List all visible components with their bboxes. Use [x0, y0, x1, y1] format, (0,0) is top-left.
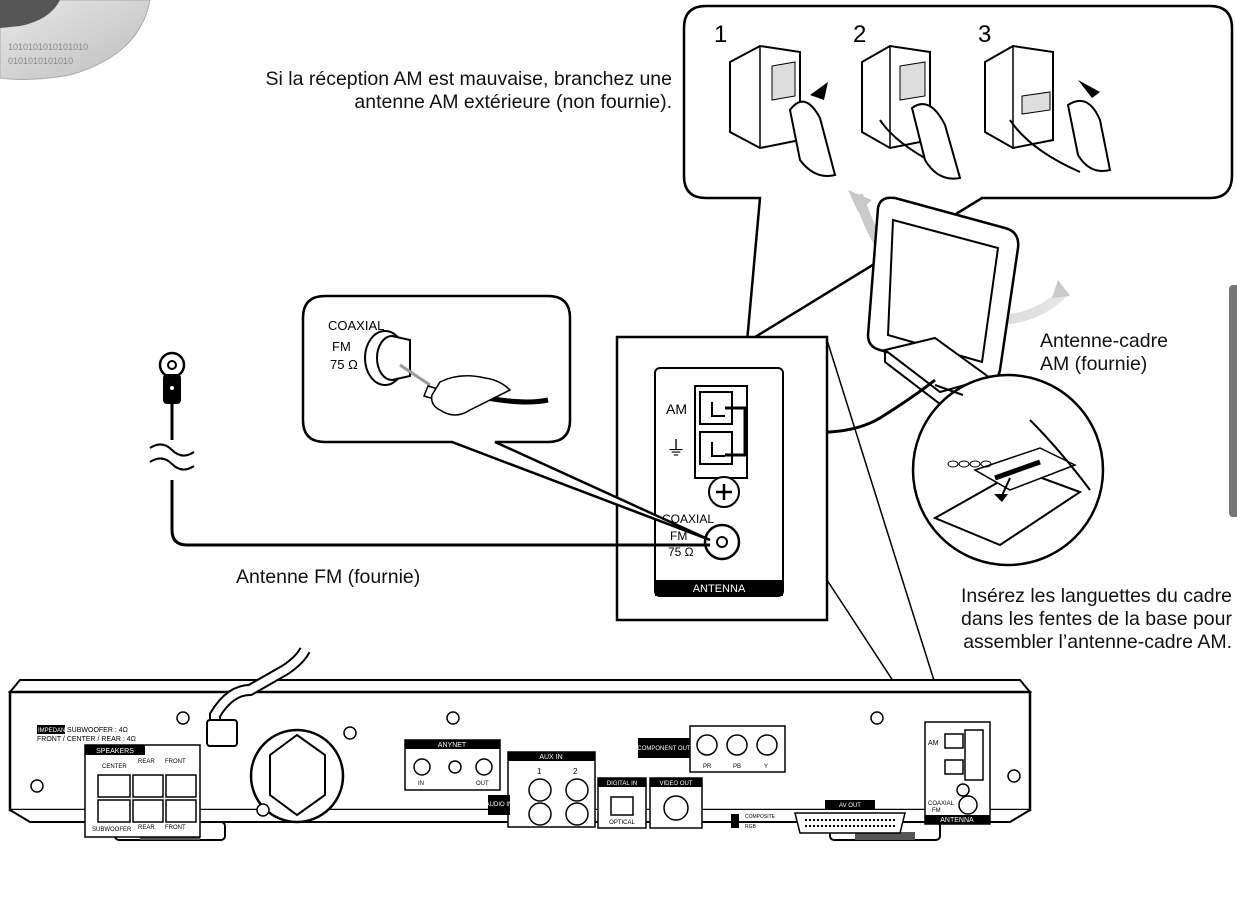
- aux-in-block: AUX IN 1 2 AUDIO IN: [486, 751, 596, 828]
- aux-2-label: 2: [573, 767, 578, 776]
- step-1-illustration: [729, 44, 837, 177]
- component-out-label: COMPONENT OUT: [637, 746, 691, 752]
- page-edge-tab: [1229, 285, 1237, 517]
- rear-antenna-label: ANTENNA: [940, 817, 974, 824]
- panel-am-label: AM: [666, 401, 687, 417]
- panel-coaxial-label: COAXIAL: [662, 512, 714, 526]
- anynet-block: ANYNET IN OUT: [404, 739, 501, 791]
- aux-1-label: 1: [537, 767, 542, 776]
- step-number: 3: [978, 21, 991, 48]
- av-out-block: AV OUT: [794, 800, 906, 834]
- optical-label: OPTICAL: [609, 820, 635, 826]
- callout-fm-label: FM: [332, 339, 351, 354]
- rear-fm-label: FM: [932, 808, 941, 814]
- anynet-out-label: OUT: [476, 781, 489, 787]
- insert-tabs-caption: Insérez les languettes du cadre dans les…: [900, 585, 1232, 654]
- impedance-line2: FRONT / CENTER / REAR : 4Ω: [37, 736, 136, 743]
- fm-antenna-wire: [149, 351, 710, 547]
- step-3-illustration: [984, 44, 1112, 173]
- antenna-panel-zoom: ANTENNA AM ⏚ COAXIAL FM 75 Ω: [615, 335, 829, 622]
- panel-ground-symbol: ⏚: [666, 438, 686, 460]
- callout-coaxial-label: COAXIAL: [328, 318, 384, 333]
- composite-label: COMPOSITE: [745, 814, 776, 820]
- loop-base-detail: [911, 373, 1105, 567]
- insert-line3: assembler l’antenne-cadre AM.: [963, 631, 1232, 653]
- am-reception-line2: antenne AM extérieure (non fournie).: [354, 91, 672, 113]
- rgb-label: RGB: [745, 824, 757, 830]
- pr-label: PR: [703, 764, 712, 770]
- impedance-line1: SUBWOOFER : 4Ω: [67, 727, 128, 734]
- decorative-disc: 1010101010101010 0101010101010: [0, 0, 151, 80]
- video-out-title: VIDEO OUT: [659, 781, 692, 787]
- digital-in-title: DIGITAL IN: [607, 781, 637, 787]
- am-loop-caption: Antenne-cadre AM (fournie): [1040, 330, 1230, 376]
- coaxial-callout: COAXIAL FM 75 Ω: [301, 294, 711, 542]
- rear-am-label: AM: [928, 740, 939, 747]
- am-loop-line1: Antenne-cadre: [1040, 330, 1168, 352]
- svg-text:1010101010101010: 1010101010101010: [8, 42, 88, 52]
- insert-line2: dans les fentes de la base pour: [960, 608, 1232, 630]
- y-label: Y: [764, 764, 768, 770]
- svg-text:0101010101010: 0101010101010: [8, 56, 73, 66]
- callout-ohm-label: 75 Ω: [330, 357, 358, 372]
- anynet-title: ANYNET: [438, 742, 467, 749]
- unit-rear-panel: IMPEDANCE SUBWOOFER : 4Ω FRONT / CENTER …: [7, 647, 1033, 841]
- speakers-block: SPEAKERS CENTER REAR FRONT SUBWOOFER REA…: [84, 744, 201, 838]
- step-number: 1: [714, 21, 727, 48]
- digital-in-block: DIGITAL IN OPTICAL: [597, 777, 647, 829]
- panel-antenna-title: ANTENNA: [693, 583, 746, 595]
- leader-line: [826, 339, 949, 726]
- panel-ohm-label: 75 Ω: [668, 545, 694, 559]
- am-reception-caption: Si la réception AM est mauvaise, branche…: [190, 68, 672, 114]
- fm-antenna-caption: Antenne FM (fournie): [236, 566, 421, 588]
- speaker-rear-r-label: REAR: [138, 825, 155, 831]
- insert-line1: Insérez les languettes du cadre: [960, 585, 1232, 607]
- speaker-front-l-label: FRONT: [165, 759, 186, 765]
- step-number: 2: [853, 21, 866, 48]
- pb-label: PB: [733, 764, 741, 770]
- am-terminal-steps-callout: 1 2 3: [682, 4, 1234, 345]
- speaker-center-label: CENTER: [102, 764, 127, 770]
- am-loop-line2: AM (fournie): [1040, 353, 1148, 375]
- component-out-block: COMPONENT OUT PR PB Y: [637, 725, 786, 773]
- panel-fm-label: FM: [670, 529, 687, 543]
- video-out-block: VIDEO OUT: [649, 777, 703, 829]
- am-wire: [745, 378, 936, 434]
- rear-coaxial-label: COAXIAL: [928, 801, 955, 807]
- impedance-tag: IMPEDANCE: [38, 728, 74, 734]
- anynet-in-label: IN: [418, 781, 424, 787]
- aux-in-title: AUX IN: [539, 754, 562, 761]
- av-out-label: AV OUT: [839, 803, 861, 809]
- am-loop-antenna: [848, 190, 1070, 406]
- am-reception-line1: Si la réception AM est mauvaise, branche…: [265, 68, 672, 90]
- speaker-subwoofer-label: SUBWOOFER: [92, 827, 132, 833]
- step-2-illustration: [861, 44, 962, 180]
- speakers-title: SPEAKERS: [96, 748, 134, 755]
- rear-antenna-block: ANTENNA AM COAXIAL FM: [924, 721, 991, 825]
- speaker-front-r-label: FRONT: [165, 825, 186, 831]
- audio-in-label: AUDIO IN: [486, 802, 513, 808]
- speaker-rear-l-label: REAR: [138, 759, 155, 765]
